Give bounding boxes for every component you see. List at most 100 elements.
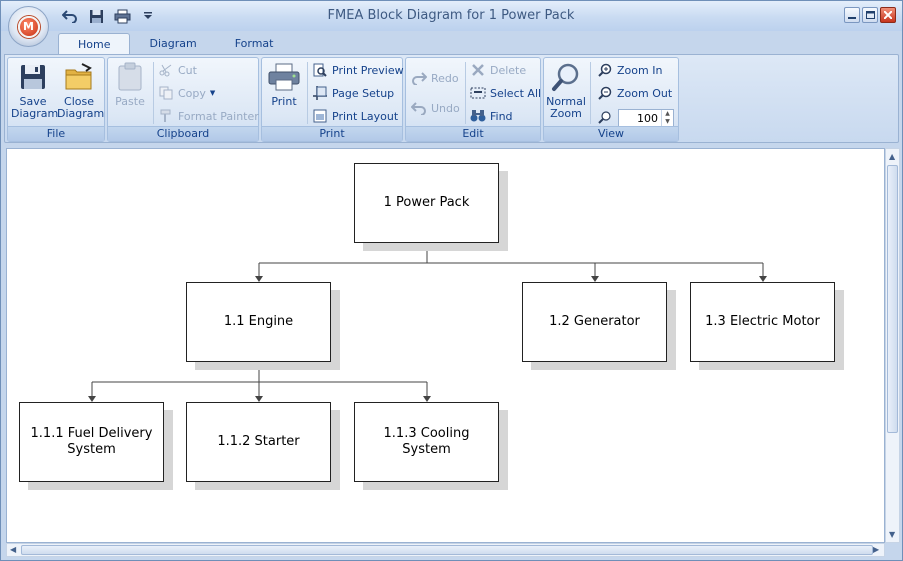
format-painter-label: Format Painter bbox=[178, 109, 259, 123]
print-button[interactable]: Print bbox=[262, 60, 306, 108]
find-button[interactable]: Find bbox=[470, 106, 513, 126]
horizontal-scrollbar[interactable]: ◀ ▶ bbox=[6, 543, 885, 557]
vertical-scrollbar[interactable]: ▲ ▼ bbox=[885, 148, 900, 543]
scroll-down-icon[interactable]: ▼ bbox=[889, 530, 896, 539]
save-diagram-icon bbox=[16, 60, 50, 94]
zoom-out-button[interactable]: Zoom Out bbox=[597, 83, 672, 103]
paste-button[interactable]: Paste bbox=[108, 60, 152, 108]
undo-icon[interactable] bbox=[59, 6, 81, 26]
separator bbox=[153, 62, 154, 124]
quick-access-toolbar bbox=[59, 6, 159, 26]
zoom-out-label: Zoom Out bbox=[617, 86, 673, 100]
save-icon[interactable] bbox=[85, 6, 107, 26]
scroll-up-icon[interactable]: ▲ bbox=[889, 152, 896, 161]
zoom-percent-indicator bbox=[597, 108, 613, 128]
tab-home[interactable]: Home bbox=[58, 33, 131, 54]
group-label-clipboard: Clipboard bbox=[108, 126, 258, 141]
print-icon[interactable] bbox=[111, 6, 133, 26]
window-title: FMEA Block Diagram for 1 Power Pack bbox=[327, 8, 575, 23]
close-diagram-button[interactable]: Close Diagram bbox=[57, 60, 104, 120]
node-label: 1.1.3 Cooling System bbox=[383, 426, 470, 457]
zoom-level-input[interactable] bbox=[619, 110, 661, 126]
chevron-up-icon[interactable]: ▲ bbox=[665, 110, 670, 117]
copy-dropdown-icon[interactable]: ▼ bbox=[209, 89, 216, 97]
close-window-button[interactable] bbox=[880, 7, 896, 23]
minimize-button[interactable] bbox=[844, 7, 860, 23]
copy-icon bbox=[158, 85, 174, 101]
diagram-node[interactable]: 1.1.1 Fuel Delivery System bbox=[19, 402, 164, 482]
normal-zoom-line1: Normal bbox=[546, 95, 586, 108]
save-label-line2: Diagram bbox=[11, 107, 59, 120]
delete-x-icon bbox=[470, 62, 486, 78]
diagram-node[interactable]: 1.1.2 Starter bbox=[186, 402, 331, 482]
group-edit: Redo Undo Delete Select All bbox=[405, 57, 541, 142]
cut-button[interactable]: Cut bbox=[158, 60, 197, 80]
group-view: Normal Zoom Zoom In Zoom Out bbox=[543, 57, 679, 142]
format-painter-button[interactable]: Format Painter bbox=[158, 106, 259, 126]
group-label-print: Print bbox=[262, 126, 402, 141]
maximize-button[interactable] bbox=[862, 7, 878, 23]
save-diagram-button[interactable]: Save Diagram bbox=[11, 60, 59, 120]
separator bbox=[465, 62, 466, 124]
select-all-icon bbox=[470, 85, 486, 101]
cut-label: Cut bbox=[178, 63, 197, 77]
node-label: 1.3 Electric Motor bbox=[705, 314, 820, 329]
print-preview-label: Print Preview bbox=[332, 63, 404, 77]
select-all-button[interactable]: Select All bbox=[470, 83, 541, 103]
page-setup-button[interactable]: Page Setup bbox=[312, 83, 394, 103]
tab-diagram[interactable]: Diagram bbox=[149, 37, 197, 50]
application-menu-button[interactable]: M bbox=[8, 6, 49, 47]
redo-button[interactable]: Redo bbox=[411, 68, 459, 88]
diagram-connectors bbox=[88, 243, 767, 402]
vertical-scroll-thumb[interactable] bbox=[887, 165, 898, 433]
print-preview-button[interactable]: Print Preview bbox=[312, 60, 404, 80]
print-layout-button[interactable]: Print Layout bbox=[312, 106, 398, 126]
node-label: 1.1.2 Starter bbox=[217, 434, 300, 449]
redo-icon bbox=[411, 70, 427, 86]
binoculars-icon bbox=[470, 108, 486, 124]
diagram-node[interactable]: 1 Power Pack bbox=[354, 163, 499, 243]
page-setup-label: Page Setup bbox=[332, 86, 395, 100]
print-layout-label: Print Layout bbox=[332, 109, 399, 123]
select-all-label: Select All bbox=[490, 86, 542, 100]
customize-qat-icon[interactable] bbox=[137, 6, 159, 26]
group-print: Print Print Preview Page Setup Print Lay bbox=[261, 57, 404, 142]
diagram-node[interactable]: 1.1 Engine bbox=[186, 282, 331, 362]
node-label: 1 Power Pack bbox=[383, 195, 470, 210]
print-label: Print bbox=[271, 95, 297, 108]
find-label: Find bbox=[490, 109, 513, 123]
zoom-spin-arrows: ▲ ▼ bbox=[661, 110, 673, 126]
zoom-in-label: Zoom In bbox=[617, 63, 663, 77]
copy-button[interactable]: Copy ▼ bbox=[158, 83, 215, 103]
zoom-out-icon bbox=[597, 85, 613, 101]
folder-close-icon bbox=[62, 60, 96, 94]
group-label-view: View bbox=[544, 126, 678, 141]
group-label-file: File bbox=[8, 126, 104, 141]
diagram-node[interactable]: 1.3 Electric Motor bbox=[690, 282, 835, 362]
scroll-right-icon[interactable]: ▶ bbox=[873, 545, 880, 554]
horizontal-scroll-thumb[interactable] bbox=[21, 545, 873, 555]
node-label: 1.1.1 Fuel Delivery System bbox=[30, 426, 153, 457]
ribbon: Save Diagram Close Diagram File Paste bbox=[4, 54, 899, 143]
zoom-level-stepper[interactable]: ▲ ▼ bbox=[618, 109, 674, 127]
scissors-icon bbox=[158, 62, 174, 78]
zoom-in-button[interactable]: Zoom In bbox=[597, 60, 662, 80]
group-clipboard: Paste Cut Copy ▼ Format Painter bbox=[107, 57, 259, 142]
delete-button[interactable]: Delete bbox=[470, 60, 526, 80]
normal-zoom-line2: Zoom bbox=[550, 107, 582, 120]
undo-button[interactable]: Undo bbox=[411, 98, 460, 118]
ribbon-tabs: Home Diagram Format bbox=[58, 33, 292, 54]
diagram-node[interactable]: 1.2 Generator bbox=[522, 282, 667, 362]
group-file: Save Diagram Close Diagram File bbox=[7, 57, 105, 142]
chevron-down-icon[interactable]: ▼ bbox=[665, 118, 670, 125]
copy-label: Copy bbox=[178, 86, 206, 100]
print-layout-icon bbox=[312, 108, 328, 124]
tab-format[interactable]: Format bbox=[234, 37, 274, 50]
page-setup-icon bbox=[312, 85, 328, 101]
undo-label: Undo bbox=[431, 101, 460, 115]
scroll-left-icon[interactable]: ◀ bbox=[10, 545, 17, 554]
normal-zoom-button[interactable]: Normal Zoom bbox=[544, 60, 588, 120]
diagram-canvas[interactable]: 1 Power Pack 1.1 Engine 1.2 Generator 1.… bbox=[6, 148, 885, 543]
diagram-node[interactable]: 1.1.3 Cooling System bbox=[354, 402, 499, 482]
